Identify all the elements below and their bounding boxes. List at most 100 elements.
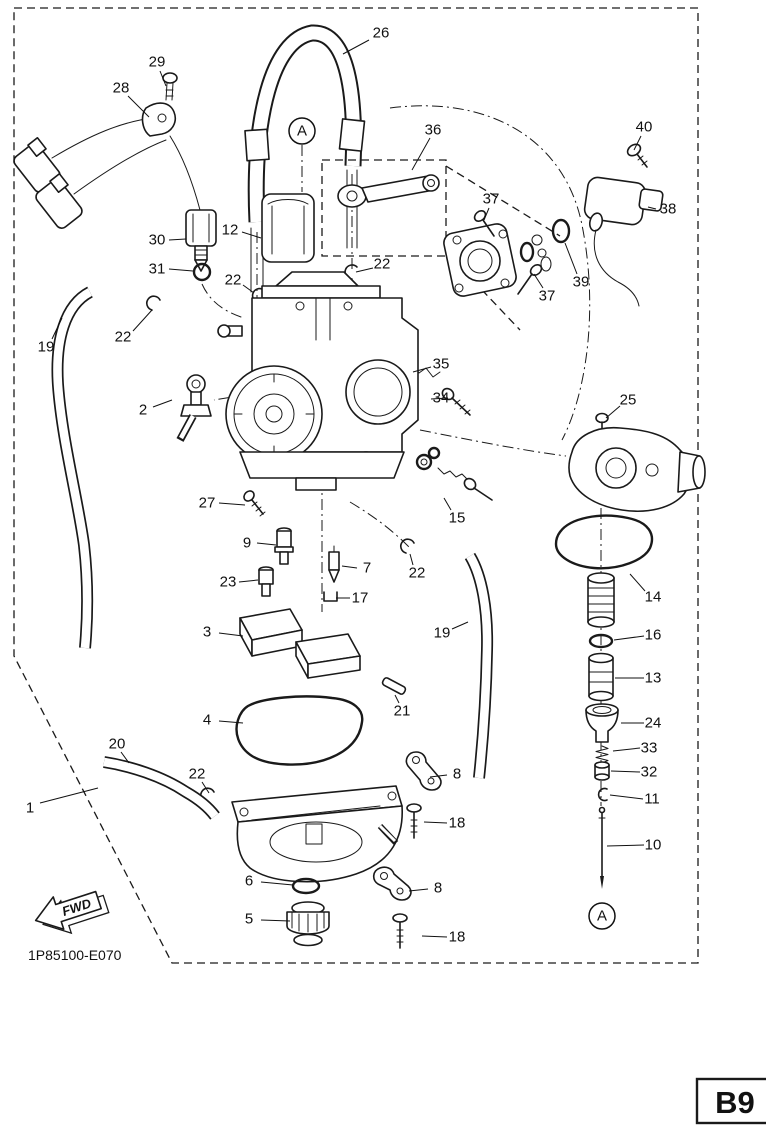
callout-2: 2 [139, 402, 147, 419]
leader-line-28 [127, 95, 150, 118]
leader-line-40 [633, 135, 642, 151]
callout-18: 18 [449, 815, 466, 832]
leader-line-22 [242, 284, 255, 294]
leader-line-23 [238, 579, 259, 583]
o-ring-31 [192, 262, 212, 282]
part-17-clip [323, 591, 338, 602]
leader-line-7 [341, 565, 358, 569]
pump-cover-assembly [443, 210, 571, 297]
leader-line-25 [605, 405, 621, 419]
leader-line-22 [132, 309, 153, 332]
bracket-8-top [405, 751, 442, 791]
carburetor-body [217, 271, 419, 491]
leader-line-36 [411, 137, 431, 171]
callout-20: 20 [109, 736, 126, 753]
leader-line-15 [443, 497, 452, 511]
callout-12: 12 [222, 222, 239, 239]
leader-line-21 [394, 694, 400, 704]
callout-23: 23 [220, 574, 237, 591]
svg-text:A: A [297, 123, 307, 140]
diagram-code: 1P85100-E070 [28, 947, 122, 963]
part-28-30-wiring-group [13, 72, 217, 282]
callout-21: 21 [394, 703, 411, 720]
part-20-hose [103, 756, 220, 820]
leader-line-4 [218, 720, 244, 724]
callout-5: 5 [245, 911, 253, 928]
callout-16: 16 [645, 627, 662, 644]
leader-line-38 [647, 206, 657, 210]
leader-line-34 [430, 397, 449, 400]
callout-14: 14 [645, 589, 662, 606]
part-21-float-pin [381, 677, 407, 695]
leader-line-5 [260, 919, 291, 922]
callout-22: 22 [225, 272, 242, 289]
leader-line-30 [168, 238, 187, 241]
part-24-funnel [585, 703, 619, 743]
callout-34: 34 [433, 390, 450, 407]
detail-marker-A: A [588, 902, 616, 930]
leader-line-32 [610, 770, 641, 773]
callout-32: 32 [641, 764, 658, 781]
part-4-bowl-gasket [235, 695, 364, 766]
callout-40: 40 [636, 119, 653, 136]
leader-line-37 [533, 273, 544, 289]
leader-line-29 [159, 70, 167, 87]
leader-line-27 [218, 502, 246, 506]
float-bowl-group [231, 751, 442, 949]
callout-15: 15 [449, 510, 466, 527]
callout-36: 36 [425, 122, 442, 139]
leader-line-20 [120, 751, 130, 764]
callout-22: 22 [374, 256, 391, 273]
part-13-cylinder [588, 652, 614, 702]
leader-line-8 [429, 774, 448, 778]
leader-line-9 [256, 542, 277, 546]
jet-parts [243, 490, 340, 602]
screw-18-bottom [392, 913, 408, 949]
o-ring-6 [291, 877, 321, 895]
part-3-float [239, 608, 361, 679]
leader-line-16 [613, 635, 645, 641]
callout-25: 25 [620, 392, 637, 409]
callout-11: 11 [644, 791, 660, 808]
part-16-spring-and-oring [587, 572, 615, 649]
leader-line-33 [612, 747, 641, 752]
page-label: B9 [715, 1085, 755, 1120]
callout-17: 17 [352, 590, 369, 607]
part-19-hose-right [464, 552, 494, 779]
fwd-arrow: FWD [34, 890, 110, 935]
leader-line-11 [609, 794, 644, 800]
callout-18: 18 [449, 929, 466, 946]
callout-10: 10 [645, 837, 662, 854]
part-23-jet [258, 566, 274, 597]
callout-3: 3 [203, 624, 211, 641]
part-12-cover [261, 193, 315, 263]
screw-37-top [473, 210, 495, 237]
callout-39: 39 [573, 274, 590, 291]
leader-line-19 [51, 317, 63, 340]
callout-24: 24 [645, 715, 662, 732]
leader-line-22 [409, 553, 414, 566]
callout-37: 37 [539, 288, 556, 305]
sensor-30 [169, 135, 217, 272]
callout-28: 28 [113, 80, 130, 97]
part-11-clip [597, 787, 608, 802]
part-15-screw-set [415, 446, 493, 501]
dashed-border [13, 7, 699, 964]
o-ring-39 [551, 218, 571, 244]
leader-line-37 [483, 207, 490, 221]
callout-37: 37 [483, 191, 500, 208]
right-column-parts [585, 572, 619, 889]
screw-37-bottom [517, 264, 543, 295]
leader-line-6 [260, 881, 294, 886]
callout-26: 26 [373, 25, 390, 42]
part-34-screw [441, 387, 471, 416]
leader-line-19 [451, 621, 469, 630]
part-5-drain-plug [286, 901, 330, 947]
callout-29: 29 [149, 54, 166, 71]
callout-22: 22 [189, 766, 206, 783]
callout-22: 22 [409, 565, 426, 582]
svg-text:A: A [597, 908, 607, 925]
leader-line-12 [241, 231, 262, 239]
